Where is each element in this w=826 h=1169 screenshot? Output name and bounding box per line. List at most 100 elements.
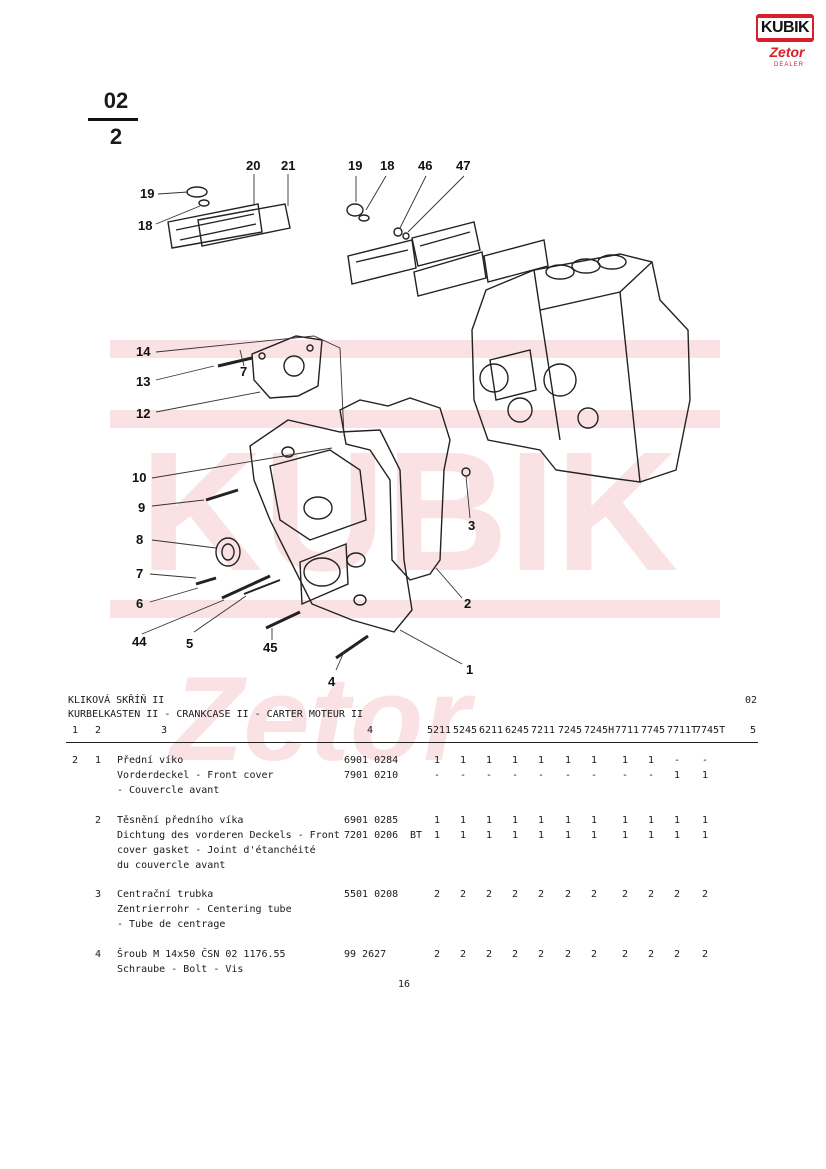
row-quantity: 1 [511,755,519,766]
row-part-code: 5501 0208 [344,889,399,900]
row-quantity: 1 [673,770,681,781]
model-head: 7211 [531,725,556,736]
logo-tag: DEALER [773,62,804,68]
row-position: 3 [95,889,102,900]
title-czech: KLIKOVÁ SKŘÍŇ II [68,695,165,706]
model-head: 7245H [584,725,615,736]
row-position: 4 [95,949,102,960]
row-description: cover gasket - Joint d'étanchéité [117,845,316,856]
row-part-code: 99 2627 [344,949,387,960]
callout-19-left: 19 [140,186,155,201]
row-quantity: 2 [511,949,519,960]
row-description: Schraube - Bolt - Vis [117,964,244,975]
row-quantity: 2 [564,889,572,900]
row-quantity: - [433,770,441,781]
page-number: 16 [398,979,411,990]
row-quantity: 2 [433,889,441,900]
section-divider [88,118,138,121]
row-quantity: 2 [537,949,545,960]
model-head: 6245 [505,725,530,736]
row-quantity: 1 [621,755,629,766]
row-quantity: - [621,770,629,781]
row-quantity: 1 [511,830,519,841]
row-quantity: 2 [647,889,655,900]
callout-46: 46 [418,158,433,173]
row-quantity: 2 [621,949,629,960]
model-head: 6211 [479,725,504,736]
row-quantity: 1 [485,830,493,841]
bolt-4 [335,634,369,660]
row-quantity: 1 [701,830,709,841]
callout-12: 12 [136,406,151,421]
parts-diagram [141,174,691,671]
row-quantity: 1 [647,830,655,841]
callout-18-left: 18 [138,218,153,233]
row-quantity: 1 [433,830,441,841]
row-quantity: 1 [485,755,493,766]
col-head-2: 2 [95,725,102,736]
col-head-5: 5 [750,725,757,736]
row-position: 2 [95,815,102,826]
row-quantity: - [564,770,572,781]
row-part-code: 6901 0284 [344,755,399,766]
row-quantity: 1 [433,815,441,826]
gasket-right-a [413,251,487,297]
callout-44: 44 [132,634,147,649]
callout-4: 4 [328,674,336,689]
section-number: 02 [103,88,129,113]
row-part-code: 6901 0285 [344,815,399,826]
row-quantity: 2 [511,889,519,900]
bolt-44 [221,574,271,600]
row-description: Šroub M 14x50 ČSN 02 1176.55 [117,949,286,960]
callout-9: 9 [138,500,146,515]
callout-18-right: 18 [380,158,395,173]
callout-8: 8 [136,532,144,547]
callout-3: 3 [468,518,476,533]
kubik-badge: KUBIK [756,14,814,42]
row-quantity: 1 [537,755,545,766]
callout-45: 45 [263,640,278,655]
row-quantity: 1 [537,830,545,841]
row-quantity: 2 [673,949,681,960]
model-head: 5211 [427,725,452,736]
row-part-code: 7901 0210 [344,770,399,781]
bolt-45 [265,610,301,630]
logo-sub: Zetor [769,44,805,60]
bolt-9 [205,488,239,502]
row-quantity: 1 [673,815,681,826]
seal-ring [215,537,241,567]
mounting-plate [251,335,323,399]
row-quantity: 2 [537,889,545,900]
model-head: 7711 [615,725,640,736]
col-head-1: 1 [72,725,79,736]
callout-7-top: 7 [240,364,248,379]
row-quantity: 2 [673,889,681,900]
row-quantity: 2 [621,889,629,900]
row-quantity: 2 [459,889,467,900]
row-description: Vorderdeckel - Front cover [117,770,274,781]
callout-19-right: 19 [348,158,363,173]
row-quantity: 1 [537,815,545,826]
callout-13: 13 [136,374,151,389]
row-quantity: 1 [511,815,519,826]
row-quantity: 2 [701,949,709,960]
gasket-right-b [483,239,549,283]
row-quantity: 1 [433,755,441,766]
gasket-left [197,203,291,247]
row-quantity: 2 [485,889,493,900]
row-quantity: 1 [564,830,572,841]
row-quantity: 1 [701,815,709,826]
row-quantity: - [537,770,545,781]
row-quantity: 1 [621,830,629,841]
row-description: - Couvercle avant [117,785,220,796]
row-quantity: 1 [647,815,655,826]
row-flag: BT [410,830,423,841]
model-head: 7245 [558,725,583,736]
row-description: Těsnění předního víka [117,815,244,826]
callout-2: 2 [464,596,472,611]
row-quantity: 1 [564,755,572,766]
row-quantity: 1 [485,815,493,826]
row-quantity: 1 [590,830,598,841]
row-position: 1 [95,755,102,766]
row-description: du couvercle avant [117,860,226,871]
